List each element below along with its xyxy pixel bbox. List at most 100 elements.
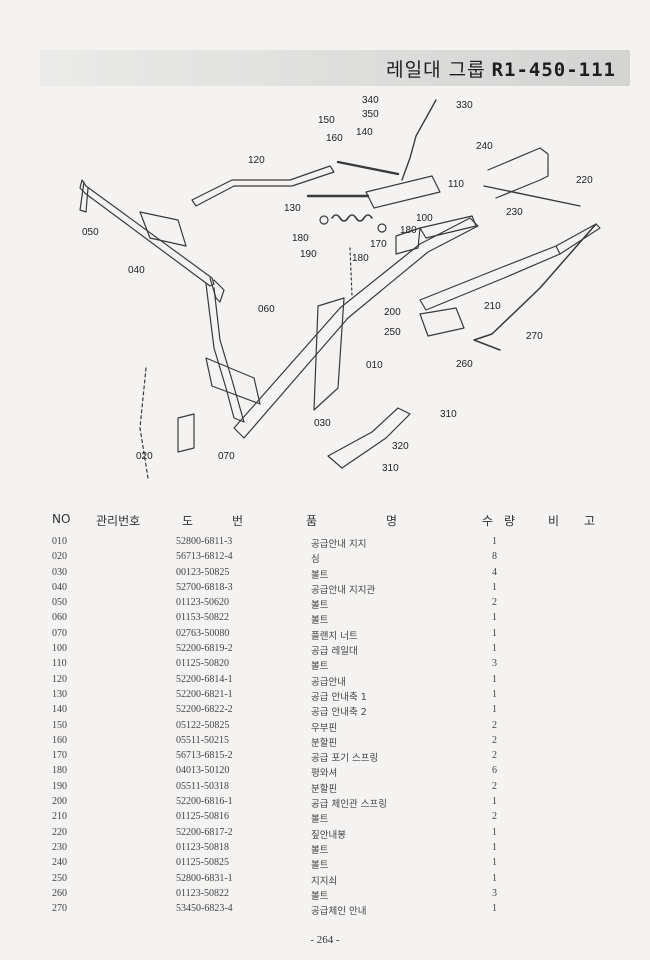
cell-no: 130 — [52, 688, 67, 700]
callout-190: 190 — [300, 249, 317, 260]
cell-part-number: 01125-50825 — [176, 857, 229, 869]
group-code: R1-450-111 — [491, 59, 616, 81]
cell-part-name: 공급 체인관 스프링 — [311, 799, 387, 811]
cell-part-name: 볼트 — [311, 615, 329, 627]
cell-part-name: 볼트 — [311, 569, 329, 581]
spring-170 — [331, 214, 373, 222]
plate-320 — [327, 407, 411, 469]
callout-100: 100 — [416, 213, 433, 224]
cell-part-number: 56713-6812-4 — [176, 551, 233, 563]
main-frame-010 — [233, 217, 479, 439]
cell-part-name: 볼트 — [311, 814, 329, 826]
callout-260: 260 — [456, 359, 473, 370]
group-name: 레일대 그룹 — [386, 59, 486, 81]
cell-part-number: 52800-6831-1 — [176, 872, 233, 884]
cell-no: 270 — [52, 903, 67, 915]
rod-270 — [473, 223, 597, 351]
parts-drawing — [79, 99, 601, 479]
callout-180-a: 180 — [292, 233, 309, 244]
cell-part-number: 53450-6823-4 — [176, 903, 233, 915]
callout-200: 200 — [384, 307, 401, 318]
callout-050: 050 — [82, 227, 99, 238]
cell-part-number: 52800-6811-3 — [176, 536, 233, 547]
cable-330 — [401, 99, 437, 181]
cell-part-number: 52700-6818-3 — [176, 581, 233, 593]
cell-quantity: 1 — [492, 857, 497, 869]
callout-160: 160 — [326, 133, 343, 144]
cell-quantity: 1 — [492, 872, 497, 884]
callout-250: 250 — [384, 327, 401, 338]
callout-040: 040 — [128, 265, 145, 276]
cell-part-number: 02763-50080 — [176, 627, 230, 639]
callout-220: 220 — [576, 175, 593, 186]
header-mgmt: 관리번호 — [96, 514, 141, 528]
cell-quantity: 4 — [492, 566, 497, 578]
cell-quantity: 1 — [492, 643, 497, 655]
cell-part-number: 04013-50120 — [176, 765, 230, 777]
cell-no: 190 — [52, 780, 67, 792]
header-remark-2: 고 — [584, 514, 596, 528]
cell-part-name: 짚안내봉 — [311, 829, 346, 841]
exploded-parts-diagram: 340 350 330 150 160 140 120 240 220 110 … — [0, 88, 650, 503]
cell-no: 030 — [52, 566, 67, 578]
callout-230: 230 — [506, 207, 523, 218]
cell-part-name: 볼트 — [311, 844, 329, 856]
page-number: - 264 - — [310, 934, 340, 946]
cell-quantity: 1 — [492, 673, 497, 685]
header-remark-1: 비 — [548, 514, 560, 528]
table-row: 240 01125-50825 볼트 1 — [0, 857, 650, 872]
cell-part-name: 공급 안내축 1 — [311, 691, 367, 703]
callout-020: 020 — [136, 451, 153, 462]
callout-010: 010 — [366, 360, 383, 371]
cell-quantity: 1 — [492, 627, 497, 639]
cell-quantity: 1 — [492, 536, 497, 547]
cell-part-name: 플랜지 너트 — [311, 630, 358, 642]
cell-quantity: 2 — [492, 780, 497, 792]
cell-quantity: 2 — [492, 750, 497, 762]
cell-quantity: 1 — [492, 903, 497, 915]
cell-part-name: 볼트 — [311, 890, 329, 902]
cell-no: 250 — [52, 872, 67, 884]
cell-quantity: 1 — [492, 841, 497, 853]
cell-no: 060 — [52, 612, 67, 624]
cell-quantity: 2 — [492, 734, 497, 746]
cell-no: 020 — [52, 551, 67, 563]
cell-part-name: 공급안내 지지 — [311, 539, 367, 550]
cell-quantity: 1 — [492, 796, 497, 808]
support-250 — [419, 307, 465, 337]
bracket-plate — [139, 211, 187, 247]
cell-part-name: 볼트 — [311, 860, 329, 872]
cell-no: 240 — [52, 857, 67, 869]
cell-part-name: 공급안내 지지관 — [311, 584, 376, 596]
cell-part-number: 52200-6819-2 — [176, 643, 233, 655]
callout-310-a: 310 — [440, 409, 457, 420]
cell-part-number: 52200-6817-2 — [176, 826, 233, 838]
cell-part-name: 평와셔 — [311, 768, 338, 780]
cell-no: 200 — [52, 796, 67, 808]
callout-340: 340 — [362, 95, 379, 106]
cell-quantity: 1 — [492, 612, 497, 624]
cell-quantity: 8 — [492, 551, 497, 563]
header-item-1: 품 — [306, 514, 318, 528]
callout-210: 210 — [484, 301, 501, 312]
callout-170: 170 — [370, 239, 387, 250]
cell-quantity: 1 — [492, 581, 497, 593]
cell-part-name: 분할핀 — [311, 783, 338, 795]
cell-no: 100 — [52, 643, 67, 655]
cell-part-name: 분할핀 — [311, 737, 338, 749]
cell-no: 220 — [52, 826, 67, 838]
cell-part-number: 05122-50825 — [176, 719, 230, 731]
